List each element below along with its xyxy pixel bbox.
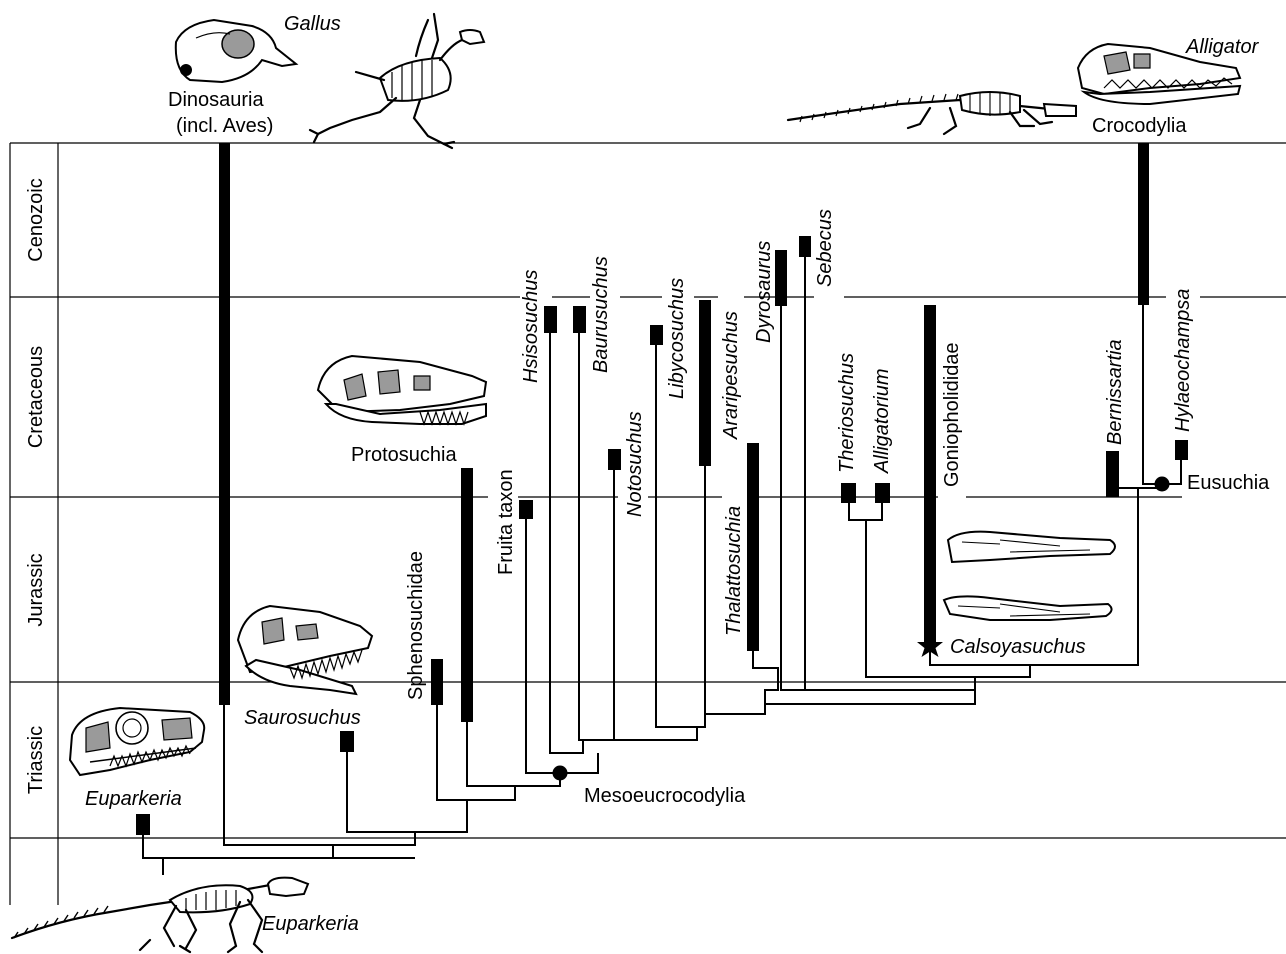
label-bernissartia: Bernissartia	[1104, 339, 1126, 445]
euparkeria-skull-illustration	[70, 708, 204, 775]
node-eusuchia	[1155, 477, 1170, 492]
label-gallus: Gallus	[284, 13, 341, 35]
period-cenozoic: Cenozoic	[25, 178, 47, 261]
label-saurosuchus: Saurosuchus	[244, 707, 361, 729]
label-alligatorium: Alligatorium	[871, 369, 893, 474]
label-hsisosuchus: Hsisosuchus	[520, 270, 542, 383]
taxon-labels: Euparkeria Euparkeria Dinosauria (incl. …	[85, 13, 1270, 935]
label-baurusuchus: Baurusuchus	[590, 256, 612, 373]
label-goniopholididae: Goniopholididae	[941, 342, 963, 487]
label-euparkeria: Euparkeria	[85, 788, 182, 810]
label-sphenosuchidae: Sphenosuchidae	[405, 551, 427, 700]
label-thalattosuchia: Thalattosuchia	[723, 506, 745, 636]
protosuchia-skull-illustration	[318, 356, 486, 424]
bar-euparkeria	[136, 814, 150, 835]
bar-sphenosuchidae	[431, 659, 443, 705]
label-calsoyasuchus: Calsoyasuchus	[950, 636, 1086, 658]
bar-thalattosuchia	[747, 443, 759, 651]
bar-goniopholididae	[924, 305, 936, 645]
bar-alligatorium	[875, 483, 890, 503]
bar-araripesuchus	[699, 300, 711, 466]
period-cretaceous: Cretaceous	[25, 346, 47, 448]
cladogram-branches	[143, 257, 1181, 875]
bar-hsisosuchus	[544, 306, 557, 333]
label-eusuchia: Eusuchia	[1187, 472, 1270, 494]
label-dyrosaurus: Dyrosaurus	[753, 241, 775, 343]
alligator-skeleton-illustration	[788, 92, 1076, 134]
period-jurassic: Jurassic	[25, 553, 47, 626]
label-theriosuchus: Theriosuchus	[836, 353, 858, 473]
label-mesoeucrocodylia: Mesoeucrocodylia	[584, 785, 746, 807]
label-alligator: Alligator	[1185, 36, 1260, 58]
stratigraphic-ranges	[136, 143, 1188, 835]
bar-hylaeochampsa	[1175, 440, 1188, 460]
bar-notosuchus	[608, 449, 621, 470]
label-hylaeochampsa: Hylaeochampsa	[1172, 289, 1194, 432]
label-dinosauria-aves: (incl. Aves)	[176, 115, 273, 137]
bar-protosuchia	[461, 468, 473, 722]
label-sebecus: Sebecus	[814, 209, 836, 287]
label-notosuchus: Notosuchus	[624, 411, 646, 517]
label-fruita-taxon: Fruita taxon	[495, 469, 517, 575]
bar-theriosuchus	[841, 483, 856, 503]
bar-dyrosaurus	[775, 250, 787, 306]
label-araripesuchus: Araripesuchus	[720, 311, 742, 440]
bar-dinosauria	[219, 143, 230, 705]
saurosuchus-skull-illustration	[238, 606, 372, 694]
label-euparkeria-bottom: Euparkeria	[262, 913, 359, 935]
bar-libycosuchus	[650, 325, 663, 345]
bar-sebecus	[799, 236, 811, 257]
period-triassic: Triassic	[25, 726, 47, 794]
label-crocodylia: Crocodylia	[1092, 115, 1187, 137]
bar-bernissartia	[1106, 451, 1119, 497]
label-libycosuchus: Libycosuchus	[666, 278, 688, 399]
bar-fruita	[519, 500, 533, 519]
calsoyasuchus-jaw-illustration	[944, 532, 1115, 620]
label-dinosauria: Dinosauria	[168, 89, 264, 111]
label-protosuchia: Protosuchia	[351, 444, 457, 466]
bar-crocodylia	[1138, 143, 1149, 305]
bar-baurusuchus	[573, 306, 586, 333]
gallus-skull-illustration	[176, 20, 296, 82]
bar-saurosuchus	[340, 731, 354, 752]
node-mesoeucrocodylia	[553, 766, 568, 781]
